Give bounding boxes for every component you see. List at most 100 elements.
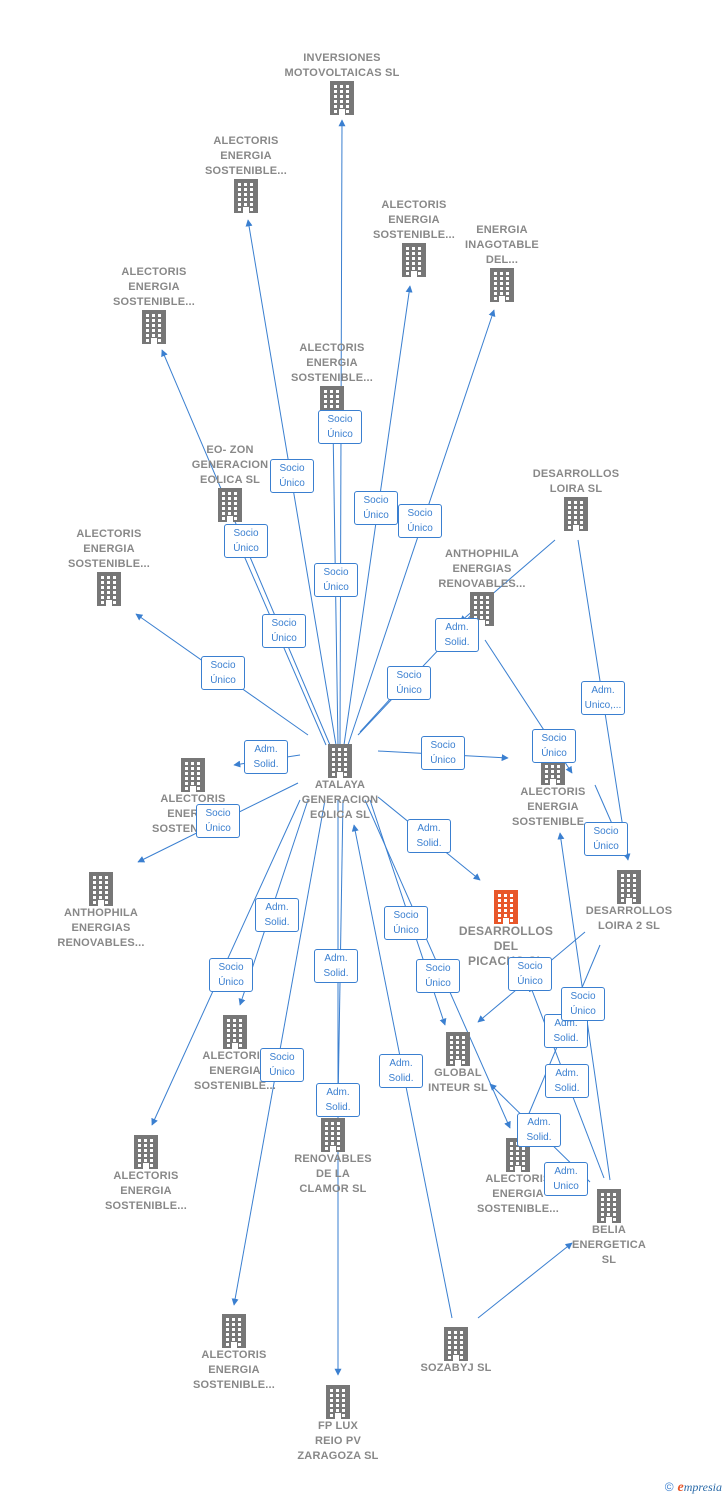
node-alectoris5[interactable]: ALECTORIS ENERGIA SOSTENIBLE... [44,527,174,606]
node-belia[interactable]: BELIA ENERGETICA SL [544,1189,674,1268]
edge-label-13[interactable]: Adm.Solid. [244,740,288,774]
edge-label-line2: Unico,... [584,700,622,711]
edge-label-30[interactable]: Adm.Unico [544,1162,588,1196]
node-alectoris11[interactable]: ALECTORIS ENERGIA SOSTENIBLE... [169,1314,299,1393]
edge-label-24[interactable]: Adm.Solid. [379,1054,423,1088]
node-label: ALECTORIS ENERGIA SOSTENIBLE... [204,135,288,177]
edge-label-22[interactable]: Adm.Solid. [314,949,358,983]
edge-label-line1: Socio [363,495,389,506]
node-desarrollos-loira[interactable]: DESARROLLOS LOIRA SL [511,467,641,531]
building-icon [544,1189,674,1223]
edge-label-line1: Socio [271,618,297,629]
node-alectoris1[interactable]: ALECTORIS ENERGIA SOSTENIBLE... [181,134,311,213]
edge-label-line1: Socio [205,808,231,819]
edge-label-line1: Socio [430,740,456,751]
edge-label-line2: Único [425,978,451,989]
node-inversiones[interactable]: INVERSIONES MOTOVOLTAICAS SL [277,51,407,115]
edge-label-16[interactable]: Adm.Solid. [407,819,451,853]
edge-label-line1: Socio [396,670,422,681]
node-sozabyj[interactable]: SOZABYJ SL [391,1327,521,1376]
node-alectoris2[interactable]: ALECTORIS ENERGIA SOSTENIBLE... [349,198,479,277]
edge-label-line1: Socio [233,528,259,539]
edge-label-line2: Solid. [416,838,442,849]
building-icon [169,1314,299,1348]
edge-label-line2: Solid. [323,968,349,979]
edge-label-17[interactable]: Adm.Solid. [255,898,299,932]
edge-label-line2: Solid. [526,1132,552,1143]
edge-label-line2: Único [210,675,236,686]
node-label: RENOVABLES DE LA CLAMOR SL [294,1153,372,1195]
edge-label-8[interactable]: Adm.Solid. [435,618,479,652]
building-icon [277,81,407,115]
edge-label-line2: Único [541,748,567,759]
node-alectoris10[interactable]: ALECTORIS ENERGIA SOSTENIBLE... [453,1138,583,1217]
building-icon [128,758,258,792]
edge-label-line1: Socio [517,961,543,972]
building-icon [393,1032,523,1066]
node-renovables-clamor[interactable]: RENOVABLES DE LA CLAMOR SL [268,1118,398,1197]
edge-label-23[interactable]: Adm.Solid. [316,1083,360,1117]
edge-label-line1: Socio [407,508,433,519]
building-icon [89,310,219,344]
building-icon [170,1015,300,1049]
node-label: ANTHOPHILA ENERGIAS RENOVABLES... [438,548,526,590]
node-energia-inagotable[interactable]: ENERGIA INAGOTABLE DEL... [437,223,567,302]
edge-label-line2: Solid. [554,1083,580,1094]
node-label: INVERSIONES MOTOVOLTAICAS SL [284,52,400,79]
edge-label-line2: Solid. [325,1102,351,1113]
node-alectoris9[interactable]: ALECTORIS ENERGIA SOSTENIBLE... [81,1135,211,1214]
edge-label-10[interactable]: Adm.Unico,... [581,681,625,715]
node-label: FP LUX REIO PV ZARAGOZA SL [297,1420,379,1462]
node-label: GLOBAL INTEUR SL [428,1067,488,1094]
edge-label-line1: Socio [327,414,353,425]
edge-label-line2: Único [407,523,433,534]
edge-label-line1: Socio [269,1052,295,1063]
edge-label-line2: Unico [553,1181,579,1192]
edge-label-line2: Único [363,510,389,521]
empresia-brand[interactable]: ©empresia [665,1480,722,1496]
node-anthophila1[interactable]: ANTHOPHILA ENERGIAS RENOVABLES... [417,547,547,626]
edge-label-line1: Adm. [389,1058,413,1069]
node-desarrollos-loira2[interactable]: DESARROLLOS LOIRA 2 SL [564,870,694,934]
edge-label-line2: Único [323,582,349,593]
edge-label-line2: Único [269,1067,295,1078]
building-icon [511,497,641,531]
node-alectoris6[interactable]: ALECTORIS ENERGIA SOSTENIBLE... [128,758,258,837]
node-anthophila2[interactable]: ANTHOPHILA ENERGIAS RENOVABLES... [36,872,166,951]
node-fplux[interactable]: FP LUX REIO PV ZARAGOZA SL [273,1385,403,1464]
node-alectoris8[interactable]: ALECTORIS ENERGIA SOSTENIBLE... [170,1015,300,1094]
node-atalaya[interactable]: ATALAYA GENERACION EOLICA SL [275,744,405,823]
edge-label-line1: Socio [593,826,619,837]
edge-label-line2: Único [393,925,419,936]
edge-label-line1: Socio [218,962,244,973]
edge-label-29[interactable]: Adm.Solid. [517,1113,561,1147]
edge-label-line2: Solid. [553,1033,579,1044]
node-global-inteur[interactable]: GLOBAL INTEUR SL [393,1032,523,1096]
edge-label-line1: Socio [425,963,451,974]
node-label: ALECTORIS ENERGIA SOSTENIBLE... [112,266,196,308]
node-eozon[interactable]: EO- ZON GENERACION EOLICA SL [165,443,295,522]
edge-label-28[interactable]: Adm.Solid. [545,1064,589,1098]
node-alectoris3[interactable]: ALECTORIS ENERGIA SOSTENIBLE... [89,265,219,344]
node-label: SOZABYJ SL [420,1362,492,1374]
building-icon [165,488,295,522]
